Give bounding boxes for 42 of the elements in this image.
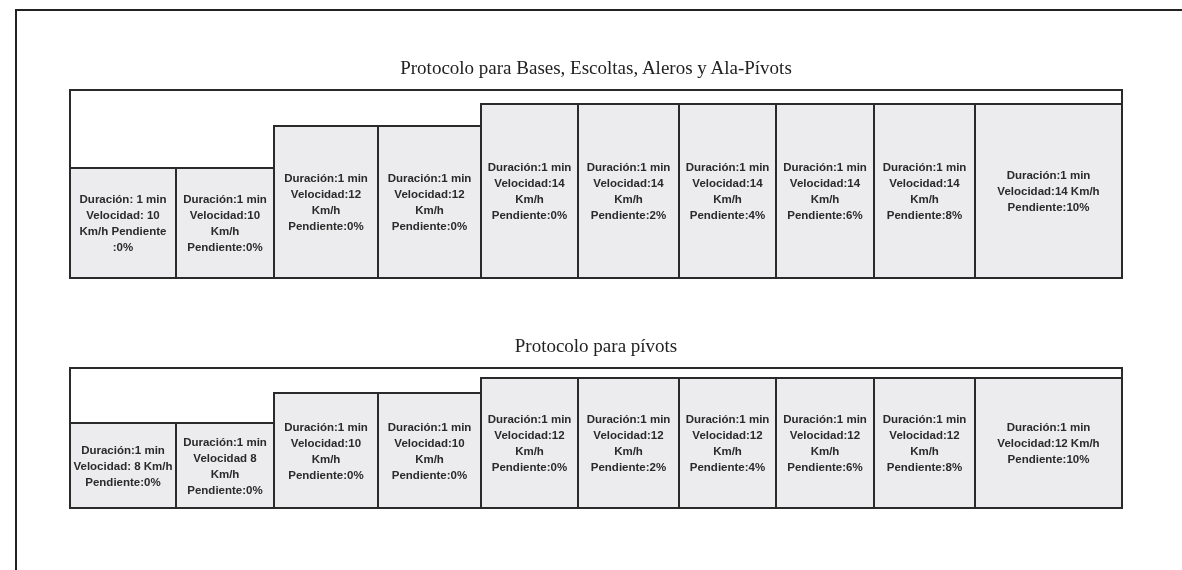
stage-column (175, 422, 275, 509)
stage-column (873, 103, 976, 279)
stage-column (69, 422, 177, 509)
stage-column (974, 377, 1123, 509)
stage-text: Duración:1 min Velocidad:12 Km/h Pendiente:2% (585, 412, 672, 475)
stage-text: Duración:1 min Velocidad:12 Km/h Pendiente:10% (996, 420, 1101, 467)
stage-column (480, 103, 579, 279)
stage-text: Duración: 1 min Velocidad: 10 Km/h Pendiente :0% (78, 192, 168, 255)
stage-column (577, 377, 680, 509)
stage-column (775, 377, 875, 509)
stage-column (273, 392, 379, 509)
stage-text: Duración:1 min Velocidad:14 Km/h Pendiente:8% (881, 160, 968, 223)
stage-text: Duración:1 min Velocidad:12 Km/h Pendiente:0% (386, 171, 473, 234)
stage-text: Duración:1 min Velocidad:12 Km/h Pendiente:0% (283, 171, 369, 234)
stage-column (775, 103, 875, 279)
protocol-title: Protocolo para pívots (513, 335, 679, 357)
stage-column (69, 167, 177, 279)
stage-column (577, 103, 680, 279)
stage-column (377, 392, 482, 509)
stage-text: Duración:1 min Velocidad 8 Km/h Pendiente:0% (182, 434, 268, 498)
stage-text: Duración:1 min Velocidad: 8 Km/h Pendiente:0% (73, 442, 173, 490)
stage-text: Duración:1 min Velocidad:10 Km/h Pendiente:0% (182, 192, 268, 255)
stage-text: Duración:1 min Velocidad:14 Km/h Pendiente:2% (585, 160, 672, 223)
stage-text: Duración:1 min Velocidad:12 Km/h Pendiente:8% (881, 412, 968, 475)
stage-text: Duración:1 min Velocidad:10 Km/h Pendiente:0% (386, 419, 473, 483)
stage-column (480, 377, 579, 509)
stage-text: Duración:1 min Velocidad:14 Km/h Pendiente:0% (486, 160, 573, 223)
stage-text: Duración:1 min Velocidad:12 Km/h Pendiente:4% (684, 412, 771, 475)
stage-column (377, 125, 482, 279)
stage-column (273, 125, 379, 279)
stage-text: Duración:1 min Velocidad:12 Km/h Pendiente:0% (486, 412, 573, 475)
stage-column (873, 377, 976, 509)
stage-column (974, 103, 1123, 279)
stage-column (678, 103, 777, 279)
stage-column (175, 167, 275, 279)
stage-text: Duración:1 min Velocidad:12 Km/h Pendiente:6% (782, 412, 868, 475)
stage-text: Duración:1 min Velocidad:14 Km/h Pendiente:6% (782, 160, 868, 223)
stage-text: Duración:1 min Velocidad:14 Km/h Pendiente:4% (684, 160, 771, 223)
protocol-title: Protocolo para Bases, Escoltas, Aleros y Ala-Pívots (399, 57, 793, 79)
stage-text: Duración:1 min Velocidad:10 Km/h Pendiente:0% (283, 419, 369, 483)
stage-column (678, 377, 777, 509)
stage-text: Duración:1 min Velocidad:14 Km/h Pendiente:10% (996, 168, 1101, 215)
